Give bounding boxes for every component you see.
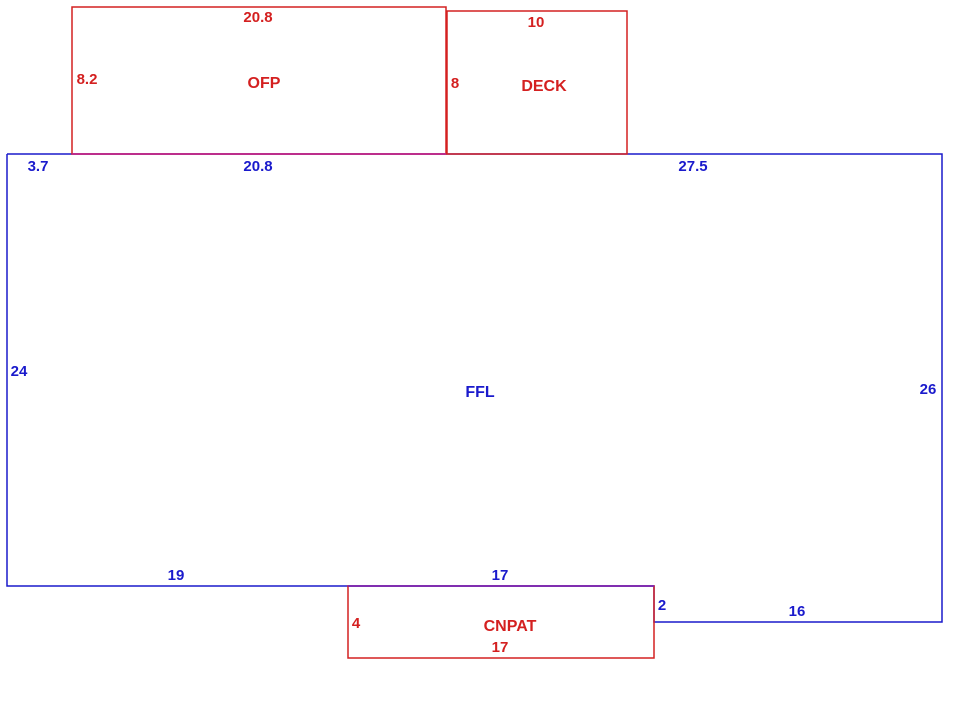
ffl-dim-right: 26 bbox=[920, 381, 937, 398]
ffl-dim-top-right: 27.5 bbox=[678, 158, 707, 175]
ffl-dim-step: 2 bbox=[658, 597, 666, 614]
ffl-dim-bottom-mid: 17 bbox=[492, 567, 509, 584]
deck-outline bbox=[446, 10, 628, 155]
ofp-dim-left: 8.2 bbox=[77, 71, 98, 88]
deck-label: DECK bbox=[521, 78, 567, 95]
ffl-dim-bottom-left: 19 bbox=[168, 567, 185, 584]
cnpat-dim-left: 4 bbox=[352, 615, 361, 632]
ffl-label: FFL bbox=[465, 384, 495, 401]
ffl-dim-bottom-right: 16 bbox=[789, 603, 806, 620]
deck-dim-left: 8 bbox=[451, 75, 459, 92]
ffl-dim-top-mid: 20.8 bbox=[243, 158, 272, 175]
ofp-dim-top: 20.8 bbox=[243, 9, 272, 26]
ffl-dim-left: 24 bbox=[11, 363, 28, 380]
ofp-label: OFP bbox=[248, 75, 281, 92]
deck-dim-top: 10 bbox=[528, 14, 545, 31]
ffl-dim-top-left-jog: 3.7 bbox=[28, 158, 49, 175]
cnpat-dim-bottom: 17 bbox=[492, 639, 509, 656]
cnpat-label: CNPAT bbox=[484, 618, 537, 635]
